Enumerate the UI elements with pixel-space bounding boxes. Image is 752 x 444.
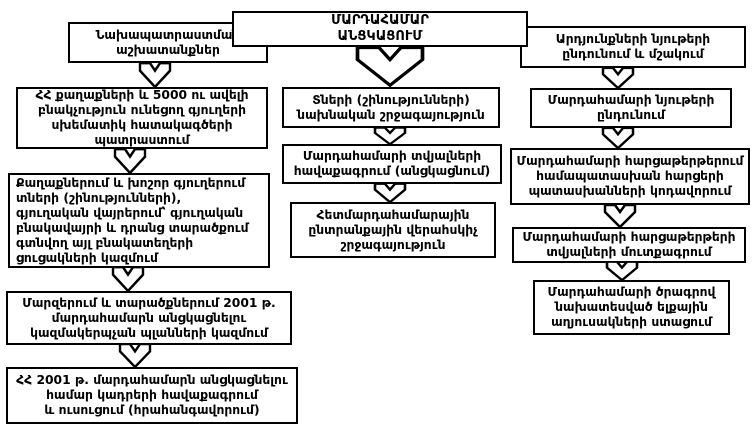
- flow-box-data-collection: Մարդահամարի տվյալների հավաքագրում (անցկա…: [282, 144, 502, 184]
- flow-box-data-entry: Մարդահամարի հարցաթերթերի տվյալների մուտք…: [512, 227, 746, 263]
- flow-box-materials-reception: Մարդահամարի նյութերի ընդունում: [530, 88, 732, 128]
- down-arrow-icon: [603, 204, 637, 228]
- down-arrow-icon: [601, 127, 635, 149]
- down-arrow-icon: [118, 343, 152, 368]
- down-arrow-icon: [111, 266, 145, 292]
- flow-box-preliminary-tour: Տների (շինությունների) նախնական շրջագայո…: [282, 87, 500, 128]
- down-arrow-icon: [601, 67, 635, 89]
- flow-box-output-tables: Մարդահամարի ծրագրով նախատեսված ելքային ա…: [533, 280, 730, 335]
- flow-box-organizational-plans: Մարզերում և տարածքներում 2001 թ. մարդահա…: [6, 291, 292, 345]
- flow-box-results-reception-processing: Արդյունքների նյութերի ընդունում և մշակու…: [520, 26, 746, 68]
- flow-box-post-census-control-tour: Հետմարդահամարային ընտրանքային վերահսկիչ …: [290, 202, 496, 258]
- down-arrow-icon: [355, 46, 425, 87]
- flow-box-census-conduct-title: ՄԱՐԴԱՀԱՄԱՐ ԱՆՑԿԱՑՈՒՄ: [232, 11, 528, 47]
- flow-box-answers-coding: Մարդահամարի հարցաթերթերում համապատասխան …: [510, 148, 750, 205]
- flow-box-schematic-plans: ՀՀ քաղաքների և 5000 ու ավելի բնակչությու…: [16, 87, 268, 149]
- down-arrow-icon: [113, 148, 147, 174]
- down-arrow-icon: [605, 261, 639, 281]
- flow-box-house-lists: Քաղաքներում և խոշոր գյուղերում տների (շի…: [8, 173, 270, 268]
- down-arrow-icon: [373, 183, 407, 203]
- flow-box-staff-recruitment-training: ՀՀ 2001 թ. մարդահամարն անցկացնելու համար…: [6, 367, 298, 424]
- down-arrow-icon: [138, 62, 172, 88]
- down-arrow-icon: [373, 127, 407, 145]
